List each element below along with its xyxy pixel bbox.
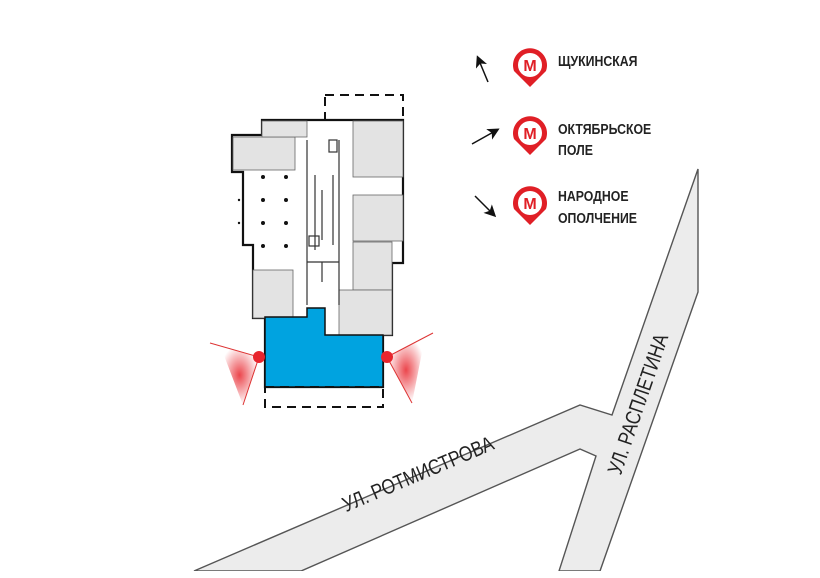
station-name: ЩУКИНСКАЯ bbox=[558, 53, 637, 69]
red-dot-icon bbox=[381, 351, 393, 363]
building-outline-dashed-bottom bbox=[264, 386, 384, 408]
arrow-down-right-icon bbox=[474, 195, 497, 218]
station-name: ПОЛЕ bbox=[558, 142, 593, 158]
station-name: ОПОЛЧЕНИЕ bbox=[558, 210, 637, 226]
metro-pin-icon: М bbox=[513, 48, 547, 87]
arrow-up-right-icon bbox=[471, 128, 500, 145]
metro-pin-icon: М bbox=[513, 116, 547, 155]
entrance-marker-right bbox=[381, 332, 434, 404]
building-floorplan bbox=[230, 94, 405, 408]
station-name: НАРОДНОЕ bbox=[558, 188, 629, 204]
building-outline-dashed-top bbox=[324, 94, 404, 121]
entrance-marker-left bbox=[209, 342, 265, 406]
rooms bbox=[232, 120, 404, 336]
columns bbox=[237, 175, 288, 248]
station-name: ОКТЯБРЬСКОЕ bbox=[558, 121, 651, 137]
metro-letter: М bbox=[523, 126, 536, 143]
metro-pin-icon: М bbox=[513, 186, 547, 225]
arrow-up-left-icon bbox=[475, 55, 489, 83]
metro-letter: М bbox=[523, 196, 536, 213]
metro-legend: М М М ЩУКИНСКАЯ ОКТЯБРЬСКОЕ ПОЛЕ НАРОДНО… bbox=[471, 48, 651, 226]
selected-apartment[interactable] bbox=[264, 307, 384, 388]
metro-letter: М bbox=[523, 58, 536, 75]
roads bbox=[180, 168, 720, 578]
interior-walls bbox=[306, 139, 340, 305]
red-dot-icon bbox=[253, 351, 265, 363]
